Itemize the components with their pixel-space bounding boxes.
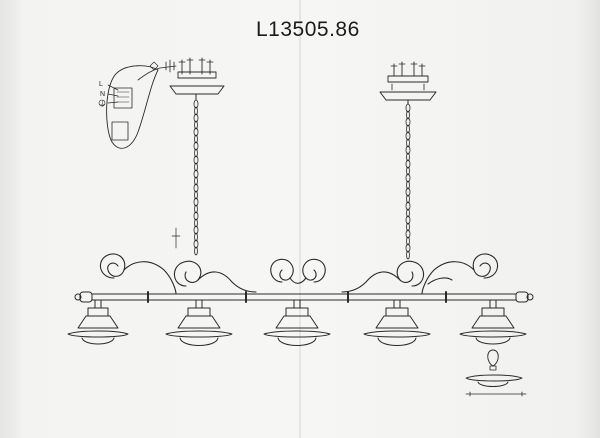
bulb-icon <box>487 349 499 367</box>
feed-wire <box>137 65 177 81</box>
wire-label-l: L <box>99 81 103 88</box>
lamp-shade-icon <box>177 315 221 329</box>
screw-icon <box>181 57 211 75</box>
mounting-bracket <box>177 71 217 79</box>
ground-symbol-icon <box>98 99 106 107</box>
paper-fold-line <box>299 0 301 438</box>
ceiling-canopy-icon <box>169 85 225 95</box>
screw-icon <box>393 61 423 77</box>
wiring-diagram: L N ⏚ <box>98 59 177 149</box>
mounting-bracket <box>387 75 429 83</box>
left-suspension <box>169 57 225 256</box>
chain-icon <box>193 99 199 256</box>
lamp-4 <box>363 299 431 346</box>
chain-icon <box>405 103 411 260</box>
lamp-2 <box>165 299 233 346</box>
lamp-1 <box>67 299 129 345</box>
lamp-shade-icon <box>375 315 419 329</box>
junction-box <box>111 121 129 141</box>
terminal-block <box>113 87 133 109</box>
lamp-5 <box>459 299 527 345</box>
model-code: L13505.86 <box>256 18 360 41</box>
glass-diffuser <box>465 374 523 382</box>
lamp-shade-icon <box>275 315 319 329</box>
wiring-box-outline <box>106 65 159 149</box>
wire-label-ground: ⏚ <box>99 100 106 108</box>
scrollwork <box>99 253 499 295</box>
bar-end-cap-right <box>515 291 529 303</box>
bulb-detail <box>465 349 527 397</box>
lamp-shade-icon <box>77 315 119 329</box>
screw-icon <box>465 391 527 397</box>
main-bar <box>74 291 534 303</box>
bar-end-cap-left <box>79 291 93 303</box>
lamp-shade-icon <box>471 315 515 329</box>
lamp-3 <box>263 299 331 346</box>
screw-icon <box>165 59 175 73</box>
wire-label-n: N <box>100 91 105 98</box>
right-suspension <box>379 61 437 260</box>
ceiling-canopy-icon <box>379 91 437 101</box>
chain-detail-callout <box>171 227 181 249</box>
